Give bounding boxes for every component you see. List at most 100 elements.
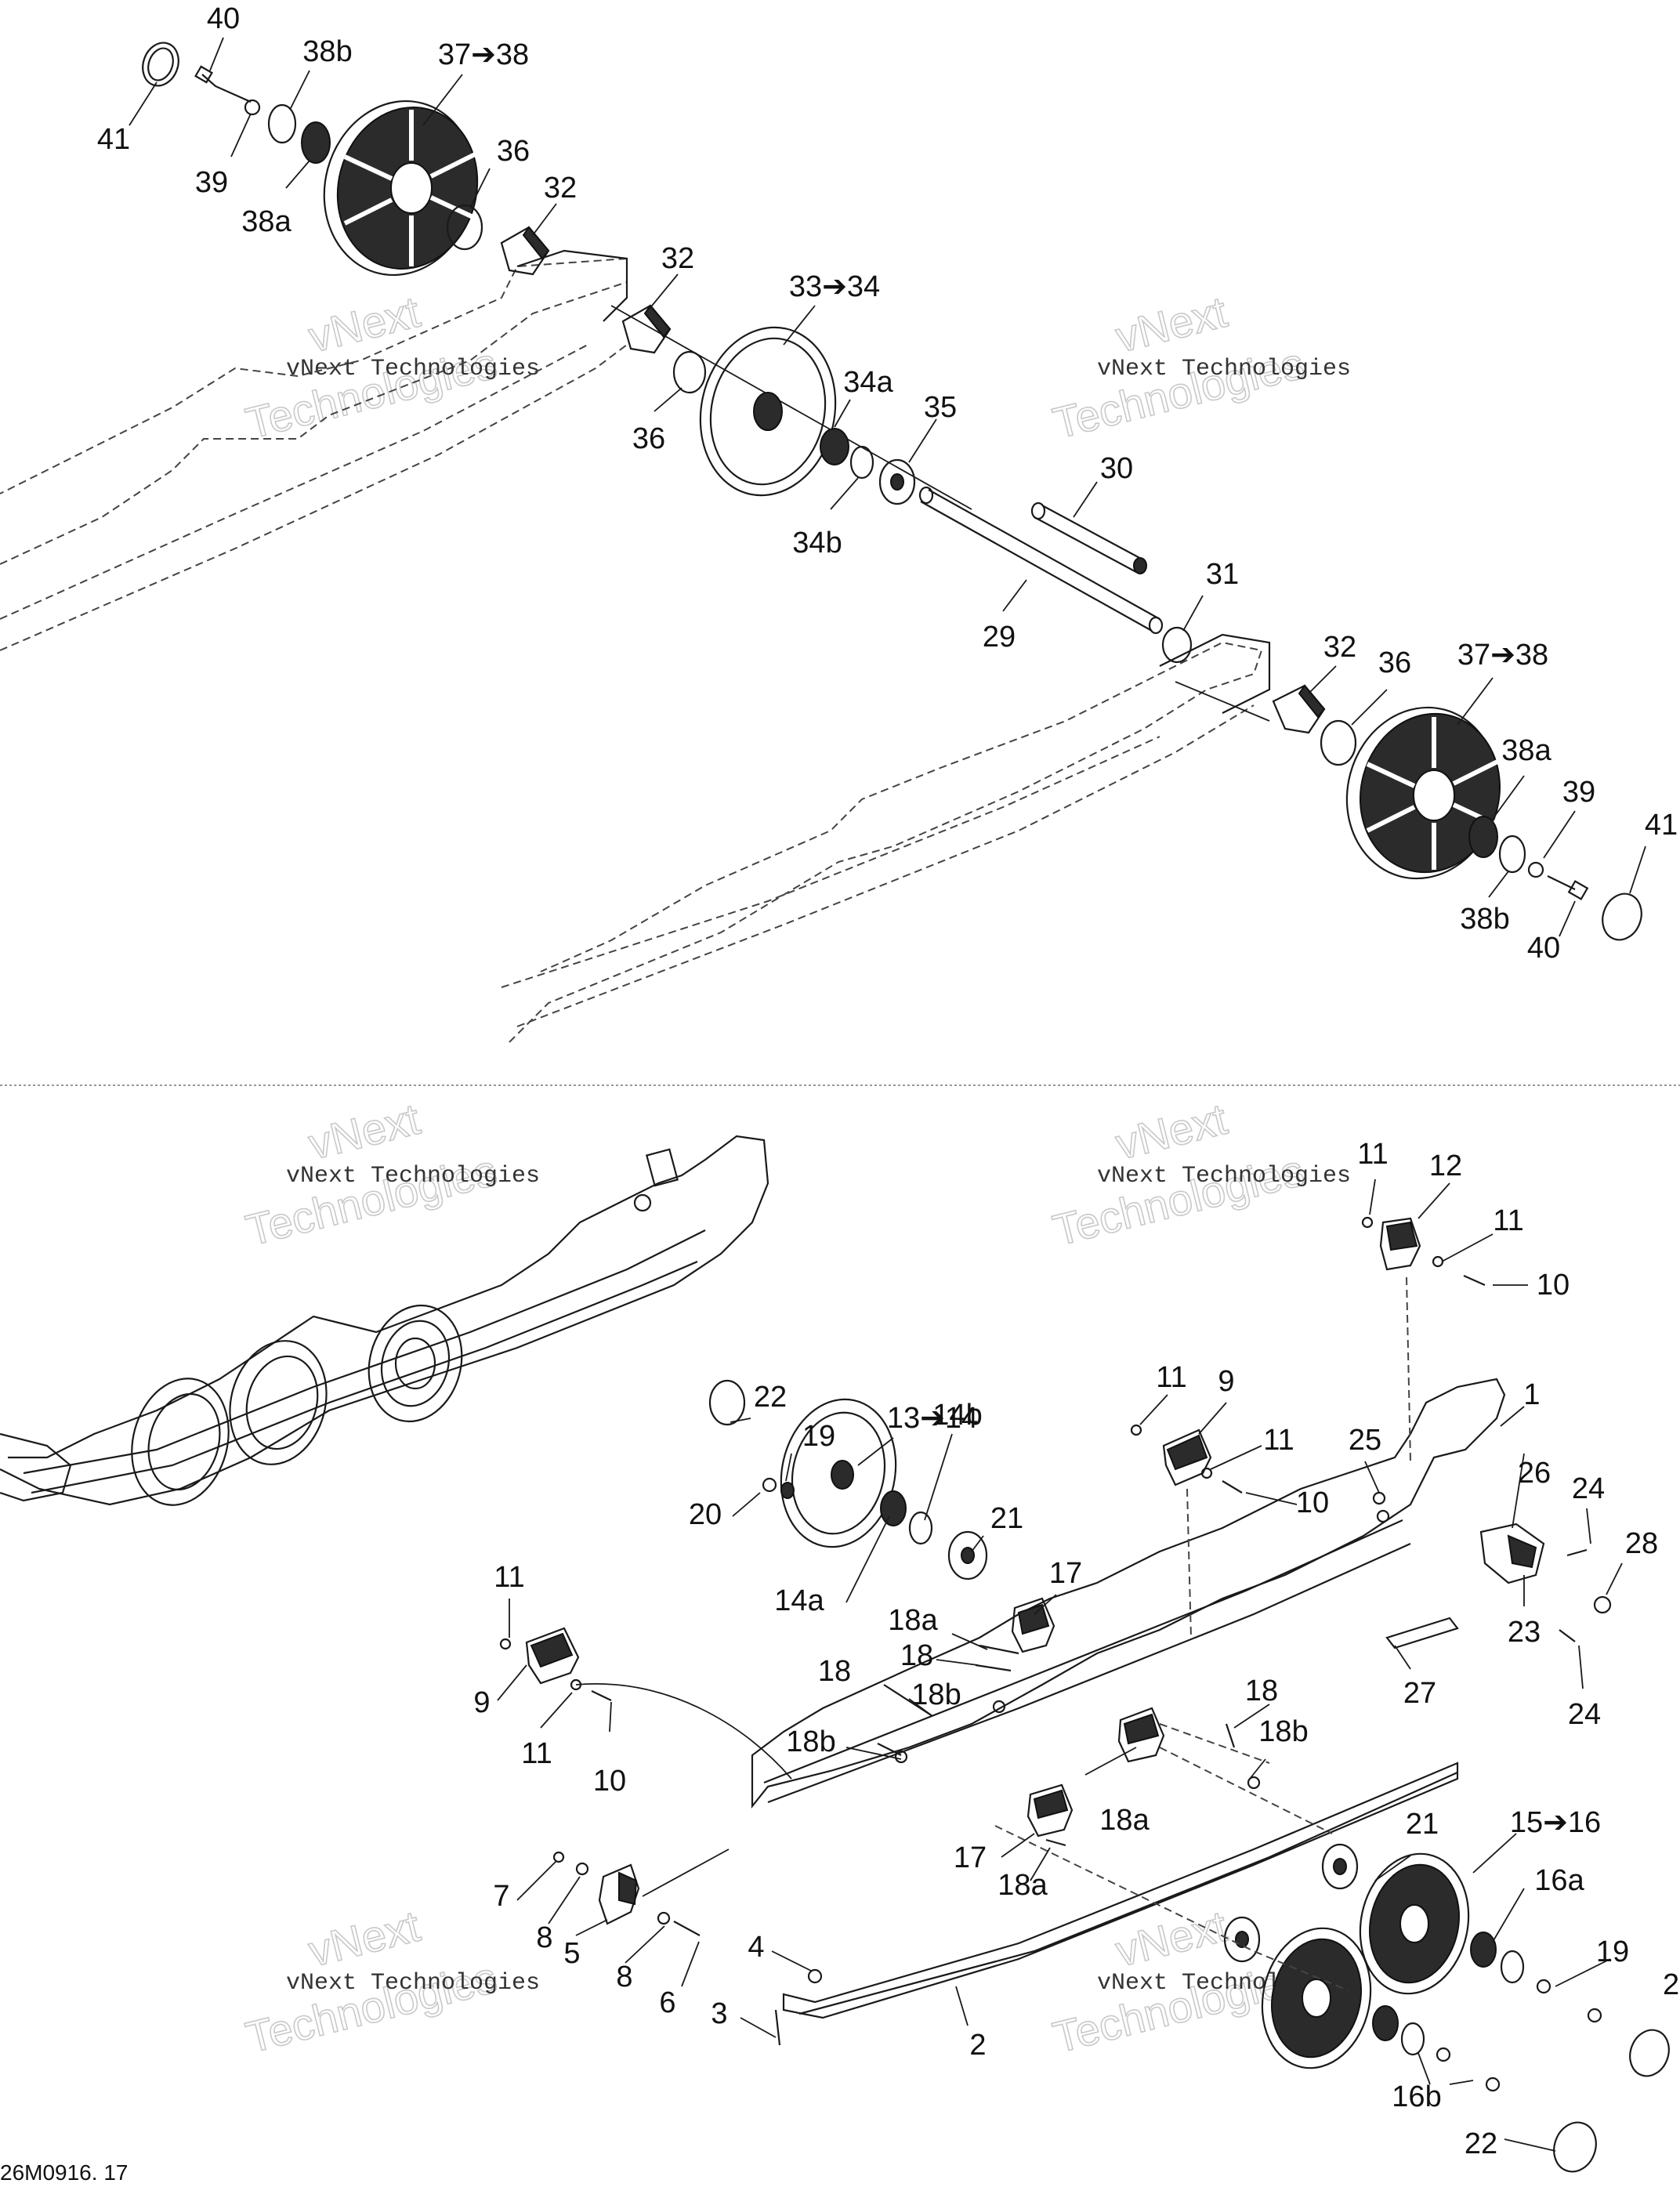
callout-8: 8 <box>616 1961 632 1993</box>
callout-35: 35 <box>924 391 957 424</box>
guides-bottom <box>575 1276 1474 2085</box>
part-6-bolt <box>673 1921 701 1936</box>
watermark-mid-left: vNext Technologies vNext Technologies <box>241 1093 540 1255</box>
callout-27: 27 <box>1403 1677 1436 1710</box>
callout-10: 10 <box>1537 1269 1570 1302</box>
callout-23: 23 <box>1508 1616 1541 1649</box>
callout-19: 19 <box>802 1420 835 1453</box>
callout-38b: 38b <box>302 35 352 68</box>
part-15-wheel-b <box>1359 1852 1470 1995</box>
part-22-cap-lower-b <box>1553 2121 1597 2173</box>
part-38a-bearing-left <box>301 121 331 164</box>
part-21-spacer-lower-b <box>1321 1843 1359 1890</box>
part-22-cap-upper <box>708 1379 746 1426</box>
svg-text:Technologies: Technologies <box>241 1145 501 1255</box>
callout-20: 20 <box>689 1498 722 1531</box>
watermark-mid-right: vNext Technologies vNext Technologies <box>1048 1093 1351 1255</box>
part-41-cap-left <box>142 42 179 87</box>
svg-text:vNext: vNext <box>1111 287 1233 362</box>
part-36-spacer-mid <box>672 350 707 394</box>
callout-labels: 40 38b 37➔38 41 39 38a 36 32 32 33➔34 36… <box>97 2 1680 2160</box>
svg-text:Technologies: Technologies <box>241 338 501 447</box>
callout-15-16: 15➔16 <box>1510 1806 1601 1839</box>
part-38b-ring-right <box>1498 835 1526 874</box>
callout-21: 21 <box>1406 1808 1439 1841</box>
callout-1: 1 <box>1523 1378 1540 1411</box>
part-21-spacer-upper <box>947 1530 988 1581</box>
part-19-ring-lower-b <box>1536 1979 1551 1994</box>
callout-3: 3 <box>711 1997 727 2030</box>
part-16b-ring-b <box>1500 1950 1525 1984</box>
svg-text:Technologies: Technologies <box>1048 1145 1309 1255</box>
svg-text:vNext: vNext <box>1111 1901 1233 1976</box>
part-26-bracket <box>1479 1523 1545 1584</box>
watermark-top-right: vNext Technologies vNext Technologies <box>1048 286 1351 448</box>
part-39-washer-left <box>244 99 261 116</box>
svg-text:vNext: vNext <box>1111 1094 1233 1169</box>
callout-18: 18 <box>818 1655 851 1688</box>
callout-2: 2 <box>969 2029 986 2062</box>
drawing-reference: 26M0916. 17 <box>0 2160 128 2185</box>
callout-10: 10 <box>593 1765 626 1798</box>
part-37-wheel-left <box>323 100 480 277</box>
part-13-wheel <box>780 1398 897 1548</box>
part-38b-ring-left <box>267 103 297 144</box>
part-1-rail <box>751 1378 1506 1809</box>
callout-39: 39 <box>195 166 228 199</box>
part-25-nut-b <box>1376 1509 1390 1523</box>
callout-9: 9 <box>1218 1365 1234 1398</box>
svg-text:vNext Technologies: vNext Technologies <box>1097 1163 1351 1189</box>
callout-24: 24 <box>1572 1472 1605 1505</box>
part-14a-bearing <box>880 1490 907 1526</box>
leaders-bottom <box>497 1179 1623 2152</box>
part-16a-bearing-a <box>1372 2005 1399 2041</box>
callout-36: 36 <box>1378 646 1411 679</box>
part-36-spacer-right <box>1320 719 1357 766</box>
part-5-stopper <box>598 1863 640 1925</box>
part-41-cap-right <box>1602 893 1642 941</box>
callout-34a: 34a <box>843 366 893 399</box>
callout-13-14: 13➔14 <box>887 1402 978 1435</box>
callout-38b: 38b <box>1460 903 1509 936</box>
part-39-washer-right <box>1527 861 1544 878</box>
part-20-nut-lower-a <box>1485 2077 1501 2092</box>
callout-24: 24 <box>1568 1698 1601 1731</box>
part-19-ring-upper <box>780 1482 795 1499</box>
callout-37-38: 37➔38 <box>438 38 529 71</box>
callout-21: 21 <box>990 1502 1023 1535</box>
callout-41: 41 <box>1645 809 1678 842</box>
part-34b-ring <box>849 445 874 480</box>
part-16b-ring-a <box>1400 2022 1425 2056</box>
callout-18b: 18b <box>911 1678 961 1711</box>
fasteners-bottom <box>499 1216 1486 1847</box>
callout-12: 12 <box>1429 1150 1462 1182</box>
callout-39: 39 <box>1562 776 1595 809</box>
callout-18: 18 <box>900 1639 933 1672</box>
svg-text:vNext: vNext <box>304 1094 425 1169</box>
callout-36: 36 <box>632 422 665 455</box>
callout-40: 40 <box>207 2 240 35</box>
callout-11: 11 <box>1357 1138 1388 1171</box>
part-30-tube <box>1030 501 1147 574</box>
callout-31: 31 <box>1206 558 1239 591</box>
part-31-washer <box>1161 626 1193 664</box>
part-20-nut-upper <box>762 1477 777 1493</box>
callout-32: 32 <box>544 172 577 205</box>
part-3-screw <box>774 2009 781 2046</box>
part-2-slide <box>782 1762 1459 2019</box>
callout-26: 26 <box>1518 1457 1551 1490</box>
part-8-washer-b <box>657 1911 671 1925</box>
callout-19: 19 <box>1596 1935 1629 1968</box>
svg-text:vNext Technologies: vNext Technologies <box>1097 356 1351 382</box>
callout-25: 25 <box>1349 1424 1381 1457</box>
part-22-cap-lower-a <box>1629 2029 1670 2077</box>
leaders-top <box>129 37 1646 937</box>
callout-17: 17 <box>954 1841 987 1874</box>
assembled-suspension-view <box>0 1135 769 1506</box>
part-36-spacer-left <box>446 204 483 251</box>
callout-11: 11 <box>1263 1424 1294 1457</box>
callout-34b: 34b <box>792 527 842 559</box>
callout-40: 40 <box>1527 932 1560 965</box>
part-32-bushing-mid <box>621 304 672 354</box>
